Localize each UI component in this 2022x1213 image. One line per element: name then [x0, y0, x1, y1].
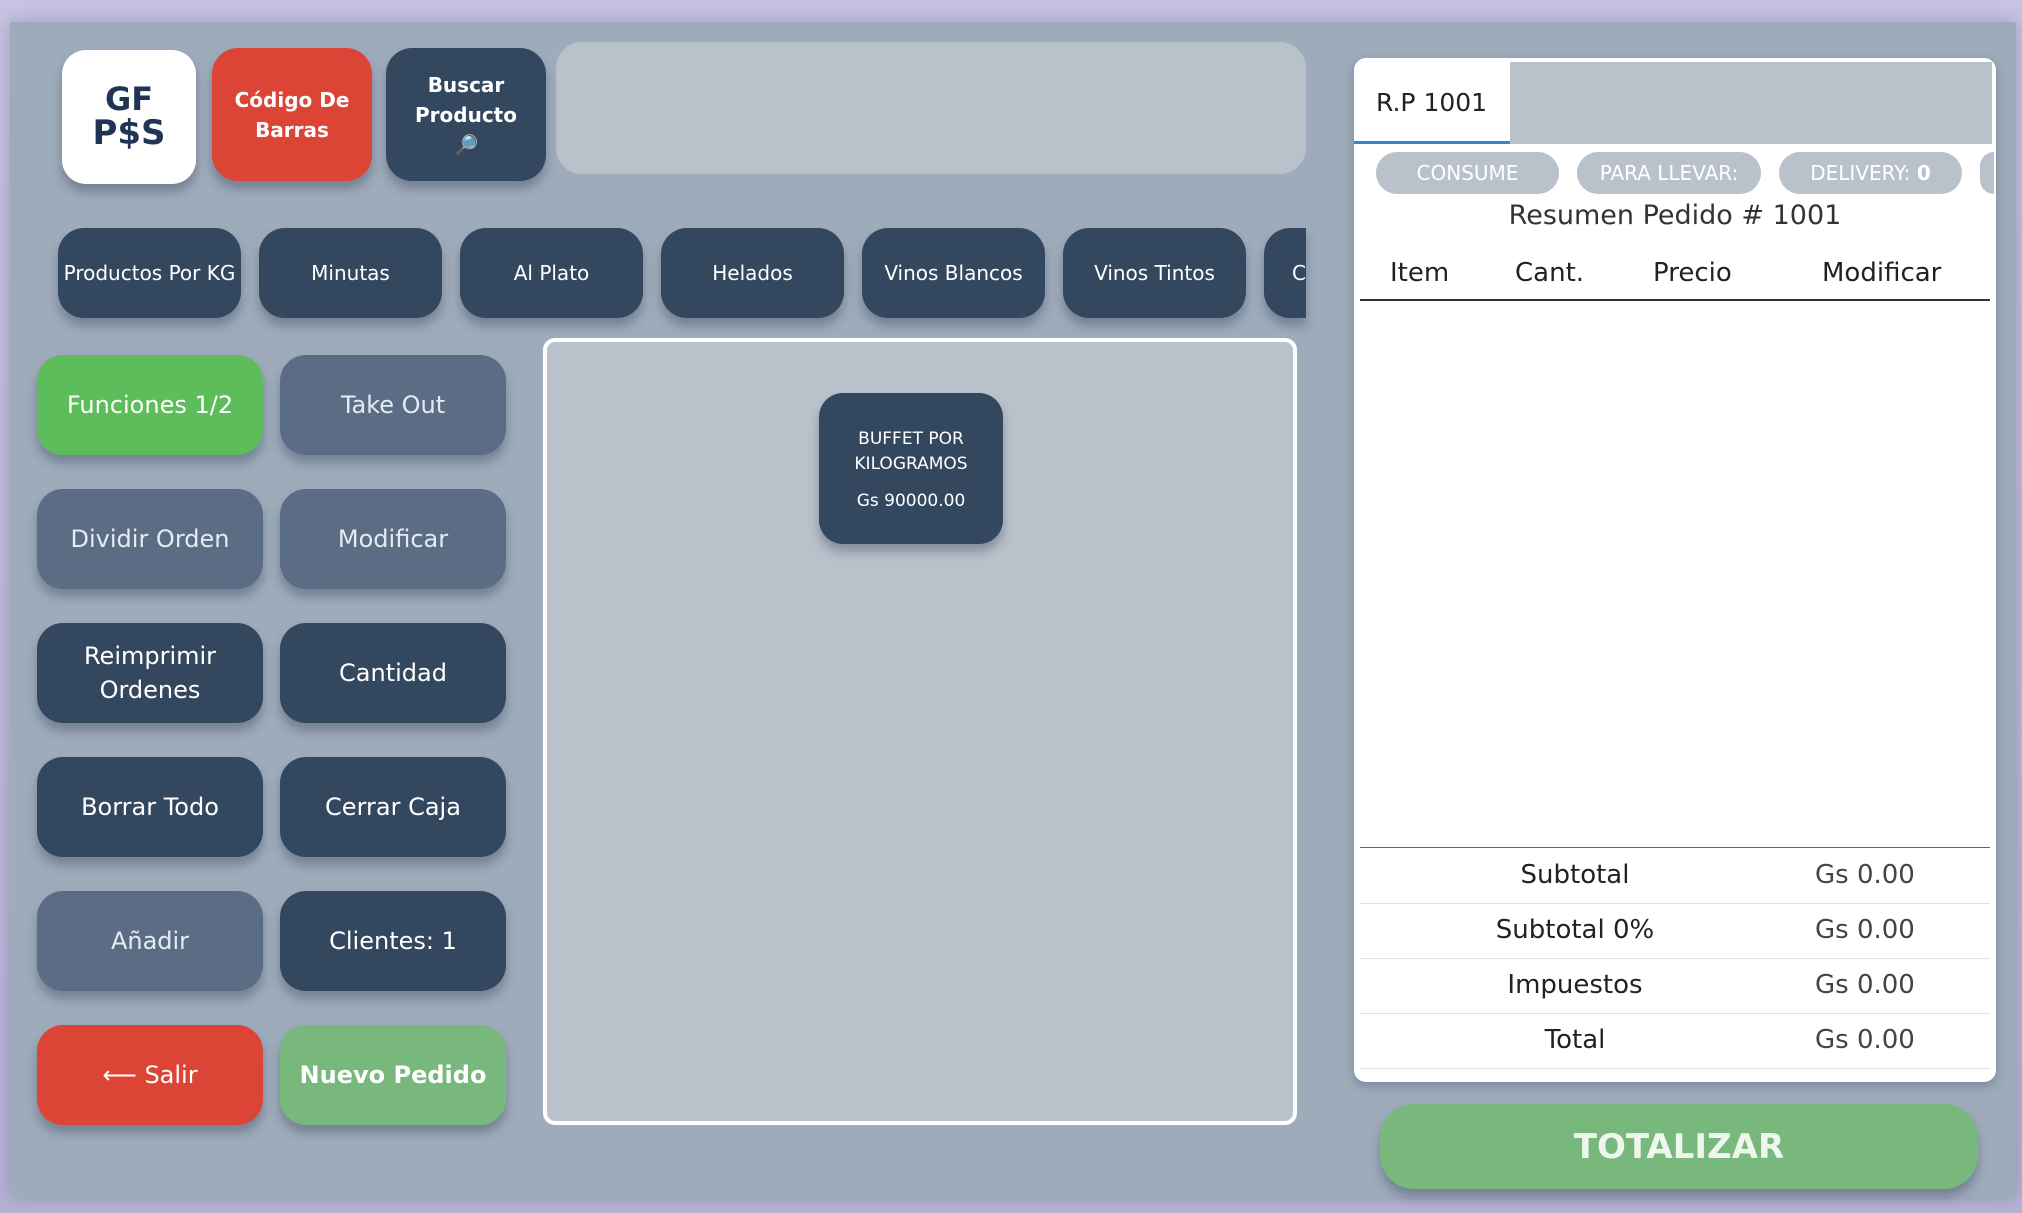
search-product-button-label: Buscar Producto 🔎 [415, 72, 517, 157]
product-tile-buffet[interactable]: BUFFET POR KILOGRAMOS Gs 90000.00 [819, 393, 1003, 544]
subtotal-value: Gs 0.00 [1815, 860, 1915, 890]
product-name: BUFFET POR KILOGRAMOS [854, 428, 968, 474]
category-minutas[interactable]: Minutas [259, 228, 442, 318]
cantidad-label: Cantidad [339, 659, 447, 687]
cerrar-caja-button[interactable]: Cerrar Caja [280, 757, 506, 857]
dividir-orden-label: Dividir Orden [70, 525, 230, 553]
subtotal-label: Subtotal [1520, 860, 1630, 890]
category-vinos-blancos[interactable]: Vinos Blancos [862, 228, 1045, 318]
column-precio: Precio [1653, 258, 1732, 288]
category-label: Helados [712, 261, 793, 285]
subtotal-0-value: Gs 0.00 [1815, 915, 1915, 945]
funciones-button[interactable]: Funciones 1/2 [37, 355, 263, 455]
order-tab[interactable]: R.P 1001 [1354, 62, 1510, 144]
category-helados[interactable]: Helados [661, 228, 844, 318]
product-price: Gs 90000.00 [856, 490, 966, 511]
reimprimir-ordenes-button[interactable]: Reimprimir Ordenes [37, 623, 263, 723]
barcode-button[interactable]: Código De Barras [212, 48, 372, 181]
order-panel: R.P 1001 [1354, 58, 1996, 1082]
borrar-todo-button[interactable]: Borrar Todo [37, 757, 263, 857]
category-label: Minutas [311, 261, 390, 285]
mode-overflow-pill[interactable] [1980, 152, 1994, 194]
cerrar-caja-label: Cerrar Caja [325, 793, 461, 821]
column-item: Item [1390, 258, 1450, 288]
category-partial[interactable]: C [1264, 228, 1306, 318]
subtotal-0-label: Subtotal 0% [1495, 915, 1655, 945]
consume-label: CONSUME [1416, 161, 1519, 185]
column-cant: Cant. [1515, 258, 1585, 288]
category-label: Vinos Blancos [884, 261, 1023, 285]
order-summary-title: Resumen Pedido # 1001 [1508, 200, 1842, 231]
category-label: Productos Por KG [63, 261, 236, 285]
delivery-label: DELIVERY: [1810, 161, 1911, 185]
category-label: Al Plato [513, 261, 590, 285]
logo-text-top: GF [104, 80, 154, 118]
totalizar-button[interactable]: TOTALIZAR [1380, 1104, 1978, 1189]
anadir-button[interactable]: Añadir [37, 891, 263, 991]
order-tab-label: R.P 1001 [1376, 88, 1488, 117]
salir-button[interactable]: ⟵ Salir [37, 1025, 263, 1125]
search-product-button[interactable]: Buscar Producto 🔎 [386, 48, 546, 181]
nuevo-pedido-button[interactable]: Nuevo Pedido [280, 1025, 506, 1125]
clientes-label: Clientes: 1 [329, 927, 457, 955]
reimprimir-ordenes-label: Reimprimir Ordenes [83, 642, 217, 704]
impuestos-label: Impuestos [1507, 970, 1643, 1000]
category-label: Vinos Tintos [1094, 261, 1215, 285]
subtotal-row: Subtotal Gs 0.00 [1360, 848, 1990, 904]
logo-text-bottom: P$S [92, 113, 166, 153]
modificar-label: Modificar [337, 525, 449, 553]
delivery-count: 0 [1916, 161, 1931, 185]
para-llevar-mode-button[interactable]: PARA LLEVAR: [1577, 152, 1761, 194]
impuestos-value: Gs 0.00 [1815, 970, 1915, 1000]
app-logo: GF P$S [62, 50, 196, 184]
category-vinos-tintos[interactable]: Vinos Tintos [1063, 228, 1246, 318]
delivery-mode-button[interactable]: DELIVERY: 0 [1779, 152, 1962, 194]
category-al-plato[interactable]: Al Plato [460, 228, 643, 318]
total-value: Gs 0.00 [1815, 1025, 1915, 1055]
nuevo-pedido-label: Nuevo Pedido [299, 1061, 487, 1089]
consume-mode-button[interactable]: CONSUME [1376, 152, 1559, 194]
totalizar-label: TOTALIZAR [1573, 1126, 1785, 1167]
cantidad-button[interactable]: Cantidad [280, 623, 506, 723]
total-row: Total Gs 0.00 [1360, 1013, 1990, 1069]
impuestos-row: Impuestos Gs 0.00 [1360, 958, 1990, 1014]
anadir-label: Añadir [110, 927, 190, 955]
header-divider [1360, 299, 1990, 301]
search-input[interactable] [556, 42, 1306, 174]
order-tab-strip [1510, 62, 1992, 144]
category-label: C [1292, 261, 1306, 285]
clientes-button[interactable]: Clientes: 1 [280, 891, 506, 991]
take-out-label: Take Out [340, 391, 446, 419]
category-productos-por-kg[interactable]: Productos Por KG [58, 228, 241, 318]
dividir-orden-button[interactable]: Dividir Orden [37, 489, 263, 589]
salir-label: ⟵ Salir [102, 1061, 198, 1089]
take-out-button[interactable]: Take Out [280, 355, 506, 455]
para-llevar-label: PARA LLEVAR: [1599, 161, 1739, 185]
column-modificar: Modificar [1822, 258, 1942, 288]
subtotal-0-row: Subtotal 0% Gs 0.00 [1360, 903, 1990, 959]
modificar-button[interactable]: Modificar [280, 489, 506, 589]
totals-divider [1360, 847, 1990, 848]
funciones-label: Funciones 1/2 [66, 391, 234, 419]
barcode-button-label: Código De Barras [234, 87, 350, 142]
borrar-todo-label: Borrar Todo [81, 793, 219, 821]
total-label: Total [1544, 1025, 1606, 1055]
order-items-list[interactable] [1360, 301, 1990, 847]
